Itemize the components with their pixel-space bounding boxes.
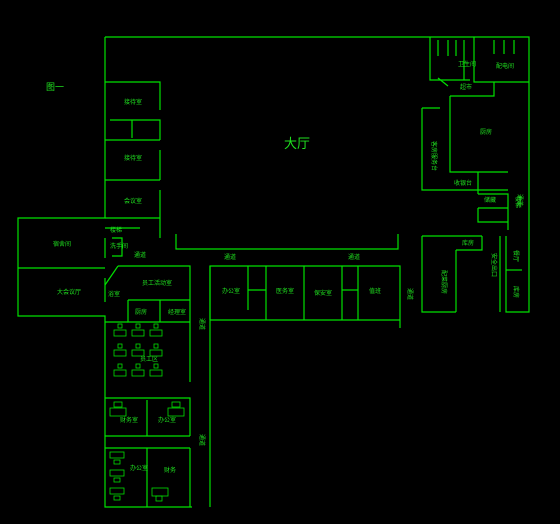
room-label: 配菜厨房 (440, 270, 448, 294)
room-label: 安全出口 (490, 253, 498, 277)
corridor-label: 通道 (134, 251, 146, 259)
furniture (109, 323, 185, 502)
room-label: 办公室 (222, 287, 240, 295)
room-label: 收银台 (454, 179, 472, 187)
room-label: 库房 (462, 239, 474, 247)
room-label: 员工区 (140, 356, 158, 363)
corridor-label: 通道 (224, 253, 236, 261)
walls (17, 36, 530, 508)
room-label: 卫生间 (458, 60, 476, 68)
room-label: 客房服务台 (430, 141, 438, 171)
room-label: 接待室 (124, 154, 142, 162)
room-label: 员工活动室 (142, 279, 172, 287)
lobby-label: 大厅 (284, 137, 310, 152)
corridor-label: 通道 (516, 194, 524, 206)
room-label: 库房 (512, 286, 520, 298)
room-label: 值班 (369, 287, 381, 295)
room-label: 会议室 (124, 197, 142, 205)
drawing-caption: 图一 (46, 82, 64, 93)
room-label: 大会议厅 (57, 288, 81, 296)
room-label: 楼梯 (110, 226, 122, 234)
room-label: 厨房 (480, 128, 492, 136)
room-label: 浴室 (108, 290, 120, 298)
room-label: 餐厅 (512, 250, 520, 262)
room-label: 经理室 (168, 308, 186, 316)
room-label: 办公室 (130, 464, 148, 472)
room-label: 财务 (164, 466, 176, 474)
room-label: 配电间 (496, 62, 514, 70)
room-label: 楼梯 (514, 196, 522, 208)
room-label: 财务室 (120, 416, 138, 424)
corridor-label: 通道 (348, 253, 360, 261)
room-label: 超市 (460, 83, 472, 91)
room-label: 厨房 (135, 308, 147, 316)
room-label: 储藏 (484, 196, 496, 204)
room-label: 医务室 (276, 287, 294, 295)
corridor-label: 通道 (198, 318, 206, 330)
room-label: 办公室 (158, 416, 176, 424)
room-label: 洗手间 (110, 242, 128, 250)
room-label: 接待室 (124, 98, 142, 106)
room-label: 宿舍间 (53, 240, 71, 248)
room-label: 保安室 (314, 289, 332, 297)
corridor-label: 通道 (406, 288, 414, 300)
corridor-label: 通道 (198, 434, 206, 446)
